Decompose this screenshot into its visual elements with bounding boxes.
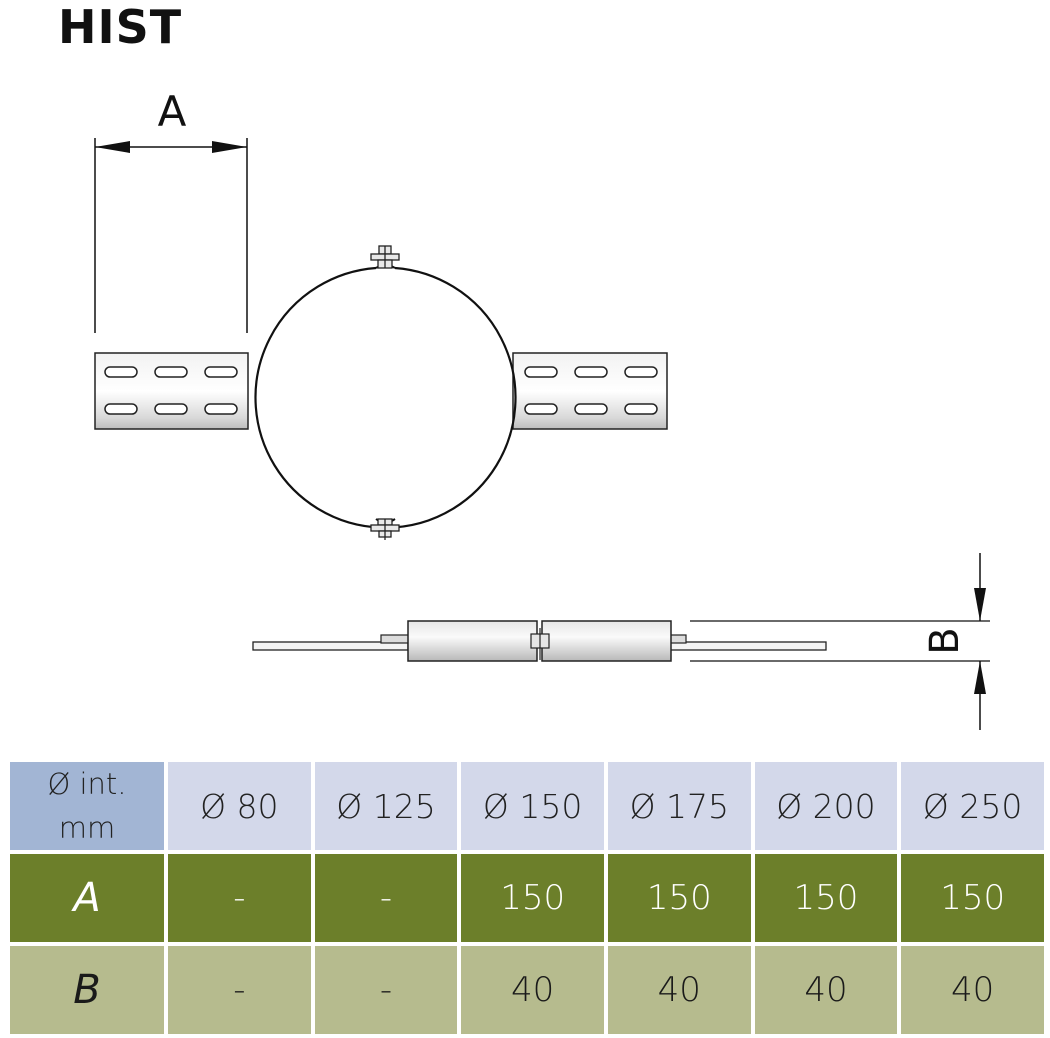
page-title: HIST bbox=[58, 0, 183, 54]
table-row-b: B - - 40 40 40 40 bbox=[10, 946, 1044, 1034]
dimension-table: Ø int. mm Ø 80 Ø 125 Ø 150 Ø 175 Ø 200 Ø… bbox=[6, 758, 1048, 1038]
header-label: Ø int. mm bbox=[47, 767, 127, 845]
header-size-cell: Ø 200 bbox=[754, 762, 898, 850]
table-cell: 150 bbox=[461, 854, 604, 942]
table-cell: - bbox=[314, 854, 458, 942]
table-cell: 150 bbox=[607, 854, 751, 942]
left-sleeve bbox=[407, 620, 538, 662]
right-flat-tab bbox=[669, 641, 827, 651]
left-arm-slots bbox=[104, 366, 238, 415]
center-bolt bbox=[530, 628, 550, 660]
left-arm bbox=[94, 352, 249, 430]
table-cell: - bbox=[168, 946, 311, 1034]
right-arm-slots bbox=[524, 366, 658, 415]
table-cell: - bbox=[314, 946, 458, 1034]
table-cell: 150 bbox=[754, 854, 898, 942]
header-size-cell: Ø 150 bbox=[461, 762, 604, 850]
right-arm bbox=[512, 352, 668, 430]
right-sleeve bbox=[541, 620, 672, 662]
table-cell: - bbox=[168, 854, 311, 942]
dimension-b-label: B bbox=[922, 627, 968, 654]
table-cell: 40 bbox=[754, 946, 898, 1034]
top-view bbox=[94, 245, 668, 540]
header-label-cell: Ø int. mm bbox=[10, 762, 164, 850]
header-size-cell: Ø 175 bbox=[607, 762, 751, 850]
table-cell: 40 bbox=[607, 946, 751, 1034]
row-label-a: A bbox=[10, 854, 164, 942]
table-row-a: A - - 150 150 150 150 bbox=[10, 854, 1044, 942]
table-cell: 40 bbox=[901, 946, 1044, 1034]
table-cell: 150 bbox=[901, 854, 1044, 942]
header-size-cell: Ø 250 bbox=[901, 762, 1044, 850]
technical-drawing: A bbox=[94, 87, 990, 730]
header-size-cell: Ø 125 bbox=[314, 762, 458, 850]
top-bolt bbox=[370, 245, 400, 269]
header-size-cell: Ø 80 bbox=[168, 762, 311, 850]
table-cell: 40 bbox=[461, 946, 604, 1034]
side-view bbox=[252, 620, 827, 662]
row-label-b: B bbox=[10, 946, 164, 1034]
table-header-row: Ø int. mm Ø 80 Ø 125 Ø 150 Ø 175 Ø 200 Ø… bbox=[10, 762, 1044, 850]
clamp-ring bbox=[254, 266, 517, 529]
dimension-a-label: A bbox=[158, 87, 187, 136]
dimension-a: A bbox=[94, 87, 248, 333]
dimension-b: B bbox=[690, 553, 990, 730]
bottom-bolt bbox=[370, 518, 400, 540]
